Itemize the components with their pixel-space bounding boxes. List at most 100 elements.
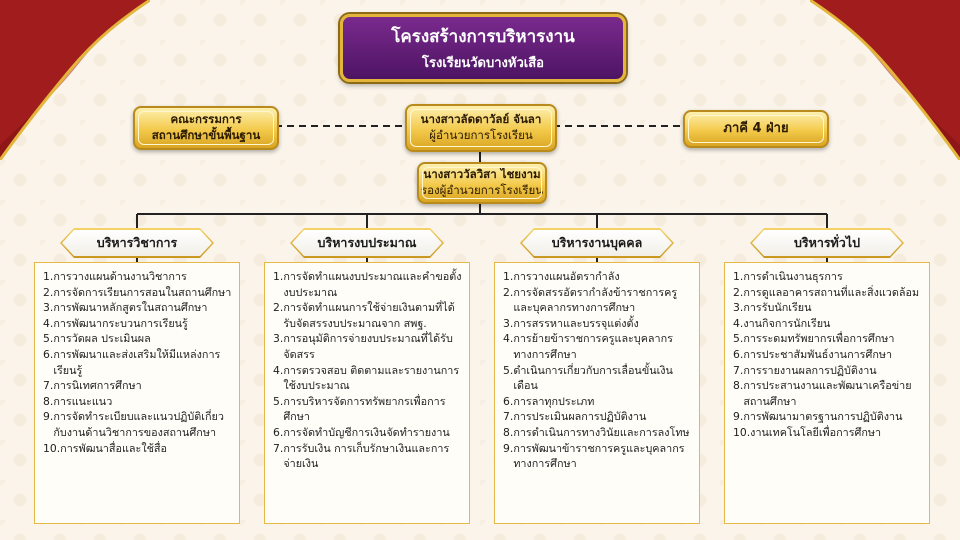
deputy-name: นางสาววัลวิสา ไชยงาม: [423, 167, 541, 182]
list-item-text: การพัฒนาหลักสูตรในสถานศึกษา: [53, 301, 208, 315]
list-item: 2.การจัดทำแผนการใช้จ่ายเงินตามที่ได้รับจ…: [273, 300, 463, 331]
list-item-number: 7.: [503, 410, 514, 424]
dept-header-personnel: บริหารงานบุคคล: [522, 230, 672, 256]
list-item-text: การพัฒนาสื่อและใช้สื่อ: [60, 441, 168, 455]
list-item: 5.ดำเนินการเกี่ยวกับการเลื่อนขั้นเงินเดื…: [503, 363, 693, 394]
list-item: 3.การรับนักเรียน: [733, 300, 923, 316]
list-item-number: 2.: [273, 301, 284, 315]
list-item: 1.การวางแผนอัตรากำลัง: [503, 269, 693, 285]
list-item-number: 6.: [43, 347, 54, 361]
list-item-number: 5.: [43, 332, 54, 346]
list-item-number: 8.: [733, 379, 744, 393]
list-item-text: การจัดทำบัญชีการเงินจัดทำรายงาน: [283, 425, 450, 439]
list-item-text: การจัดสรรอัตรากำลังข้าราชการครูและบุคลาก…: [513, 285, 678, 315]
list-item-number: 4.: [273, 363, 284, 377]
list-item: 3.การสรรหาและบรรจุแต่งตั้ง: [503, 316, 693, 332]
title-banner: โครงสร้างการบริหารงาน โรงเรียนวัดบางหัวเ…: [340, 14, 626, 82]
four-party-label: ภาคี 4 ฝ่าย: [723, 121, 789, 137]
list-item-text: การพัฒนาและส่งเสริมให้มีแหล่งการเรียนรู้: [53, 347, 221, 377]
director-role: ผู้อำนวยการโรงเรียน: [429, 128, 533, 142]
list-item: 6.การจัดทำบัญชีการเงินจัดทำรายงาน: [273, 425, 463, 441]
list-item-number: 1.: [43, 270, 54, 283]
list-item-number: 3.: [503, 316, 514, 330]
list-item: 4.การตรวจสอบ ติดตามและรายงานการใช้งบประม…: [273, 363, 463, 394]
list-item-number: 4.: [733, 316, 744, 330]
list-item-text: การบริหารจัดการทรัพยากรเพื่อการศึกษา: [283, 394, 446, 424]
list-item: 1.การวางแผนด้านงานวิชาการ: [43, 269, 233, 285]
list-item-number: 6.: [273, 425, 284, 439]
list-item-text: การสรรหาและบรรจุแต่งตั้ง: [513, 316, 639, 330]
list-item-text: การวางแผนด้านงานวิชาการ: [53, 270, 187, 283]
list-item: 5.การระดมทรัพยากรเพื่อการศึกษา: [733, 331, 923, 347]
list-item-number: 7.: [733, 363, 744, 377]
list-item: 9.การพัฒนาข้าราชการครูและบุคลากรทางการศึ…: [503, 441, 693, 472]
page-title: โครงสร้างการบริหารงาน: [391, 27, 575, 47]
list-item: 2.การจัดการเรียนการสอนในสถานศึกษา: [43, 285, 233, 301]
list-item-text: การอนุมัติการจ่ายงบประมาณที่ได้รับจัดสรร: [283, 332, 453, 361]
list-item-number: 7.: [273, 441, 284, 455]
dept-list-budget: 1.การจัดทำแผนงบประมาณและคำขอตั้งงบประมาณ…: [273, 269, 463, 472]
list-item-number: 7.: [43, 379, 54, 393]
list-item: 7.การนิเทศการศึกษา: [43, 378, 233, 394]
list-item-number: 8.: [43, 394, 54, 408]
list-item: 1.การจัดทำแผนงบประมาณและคำขอตั้งงบประมาณ: [273, 269, 463, 300]
list-item-number: 10.: [43, 441, 61, 455]
four-party-box: ภาคี 4 ฝ่าย: [683, 110, 829, 148]
list-item: 3.การพัฒนาหลักสูตรในสถานศึกษา: [43, 300, 233, 316]
list-item-number: 9.: [43, 410, 54, 424]
list-item-number: 8.: [503, 425, 514, 439]
list-item-text: การพัฒนาข้าราชการครูและบุคลากรทางการศึกษ…: [513, 441, 685, 471]
list-item: 6.การพัฒนาและส่งเสริมให้มีแหล่งการเรียนร…: [43, 347, 233, 378]
list-item: 6.การประชาสัมพันธ์งานการศึกษา: [733, 347, 923, 363]
deputy-director-box: นางสาววัลวิสา ไชยงาม รองผู้อำนวยการโรงเร…: [417, 162, 547, 204]
list-item-text: การวัดผล ประเมินผล: [53, 332, 151, 346]
list-item-text: การย้ายข้าราชการครูและบุคลากรทางการศึกษา: [513, 332, 673, 361]
list-item: 5.การบริหารจัดการทรัพยากรเพื่อการศึกษา: [273, 394, 463, 425]
list-item-text: การประเมินผลการปฏิบัติงาน: [513, 410, 647, 424]
list-item-text: การประชาสัมพันธ์งานการศึกษา: [743, 347, 893, 361]
list-item-number: 2.: [503, 285, 514, 299]
list-item-text: การพัฒนากระบวนการเรียนรู้: [53, 316, 188, 330]
list-item: 7.การประเมินผลการปฏิบัติงาน: [503, 409, 693, 425]
list-item-number: 1.: [503, 270, 514, 283]
list-item-text: การดำเนินการทางวินัยและการลงโทษ: [513, 425, 690, 439]
list-item: 4.งานกิจการนักเรียน: [733, 316, 923, 332]
list-item: 5.การวัดผล ประเมินผล: [43, 331, 233, 347]
list-item-text: งานกิจการนักเรียน: [743, 316, 831, 330]
list-item: 8.การดำเนินการทางวินัยและการลงโทษ: [503, 425, 693, 441]
list-item: 10.การพัฒนาสื่อและใช้สื่อ: [43, 441, 233, 457]
list-item: 6.การลาทุกประเภท: [503, 394, 693, 410]
list-item-text: การลาทุกประเภท: [513, 394, 595, 408]
list-item-number: 4.: [43, 316, 54, 330]
curtain-right-decoration: [810, 0, 960, 160]
dept-panel-budget: 1.การจัดทำแผนงบประมาณและคำขอตั้งงบประมาณ…: [264, 262, 470, 524]
list-item-number: 3.: [273, 332, 284, 346]
list-item: 4.การพัฒนากระบวนการเรียนรู้: [43, 316, 233, 332]
list-item: 3.การอนุมัติการจ่ายงบประมาณที่ได้รับจัดส…: [273, 331, 463, 362]
school-board-line2: สถานศึกษาขั้นพื้นฐาน: [151, 128, 261, 142]
list-item: 9.การพัฒนามาตรฐานการปฏิบัติงาน: [733, 409, 923, 425]
list-item-text: การจัดทำแผนงบประมาณและคำขอตั้งงบประมาณ: [283, 270, 462, 299]
list-item: 4.การย้ายข้าราชการครูและบุคลากรทางการศึก…: [503, 331, 693, 362]
list-item: 7.การรายงานผลการปฏิบัติงาน: [733, 363, 923, 379]
list-item: 8.การประสานงานและพัฒนาเครือข่ายสถานศึกษา: [733, 378, 923, 409]
list-item-number: 5.: [503, 363, 514, 377]
list-item-text: การจัดทำระเบียบและแนวปฏิบัติเกี่ยวกับงาน…: [53, 410, 224, 439]
director-name: นางสาวลัดดาวัลย์ จันลา: [420, 112, 542, 127]
list-item-text: การระดมทรัพยากรเพื่อการศึกษา: [743, 332, 895, 346]
list-item-text: งานเทคโนโลยีเพื่อการศึกษา: [750, 425, 882, 439]
list-item-number: 6.: [503, 394, 514, 408]
list-item: 7.การรับเงิน การเก็บรักษาเงินและการจ่ายเ…: [273, 441, 463, 472]
list-item-number: 5.: [273, 394, 284, 408]
list-item: 2.การดูแลอาคารสถานที่และสิ่งแวดล้อม: [733, 285, 923, 301]
dept-header-academic: บริหารวิชาการ: [62, 230, 212, 256]
list-item-number: 3.: [733, 301, 744, 315]
list-item-text: การนิเทศการศึกษา: [53, 379, 142, 393]
list-item-text: การดูแลอาคารสถานที่และสิ่งแวดล้อม: [743, 285, 920, 299]
list-item-text: ดำเนินการเกี่ยวกับการเลื่อนขั้นเงินเดือน: [513, 363, 673, 393]
list-item-number: 9.: [733, 410, 744, 424]
